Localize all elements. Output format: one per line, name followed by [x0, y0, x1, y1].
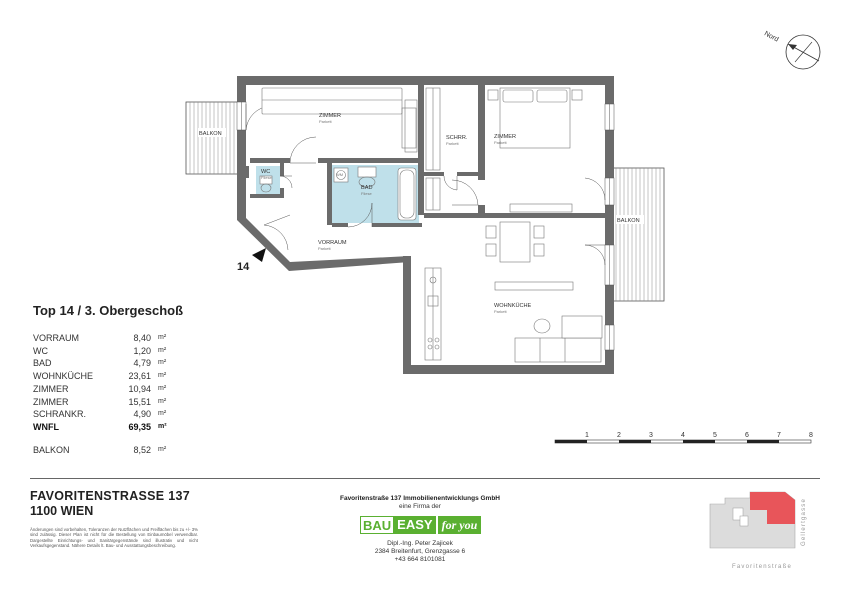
footer-divider — [30, 478, 820, 479]
scale-label: 3 — [649, 432, 653, 439]
room-floor: Parkett — [318, 246, 332, 251]
scale-label: 2 — [617, 432, 621, 439]
room-label: ZIMMER — [319, 113, 341, 119]
contact-name: Dipl.-Ing. Peter Zajicek — [387, 540, 453, 547]
room-floor: Parkett — [319, 119, 333, 124]
unit-number: 14 — [237, 261, 250, 273]
room-label: VORRAUM — [318, 240, 347, 246]
room-floor: Parkett — [494, 309, 508, 314]
scale-label: 7 — [777, 432, 781, 439]
address-city: 1100 WIEN — [30, 504, 94, 518]
scale-label: 8 — [809, 432, 813, 439]
logo-bau: BAU — [360, 516, 395, 534]
room-labels: ZIMMER Parkett SCHRR. Parkett ZIMMER Par… — [199, 113, 640, 314]
room-floor: Fliese — [361, 191, 372, 196]
room-label: WOHNKÜCHE — [494, 302, 532, 309]
balcony-label: BALKON — [617, 218, 640, 224]
site-plan: Favoritenstraße Gellertgasse — [709, 491, 807, 570]
washing-machine-label: WM — [336, 172, 343, 177]
balcony-east — [611, 167, 665, 302]
room-floor: Parkett — [446, 141, 460, 146]
company-parent-note: eine Firma der — [399, 503, 441, 510]
windows — [236, 101, 615, 351]
floor-plan: Nord — [185, 30, 821, 444]
scale-label: 4 — [681, 432, 685, 439]
entrance-marker: 14 — [237, 248, 266, 273]
balcony-west — [185, 101, 239, 175]
furniture — [259, 87, 603, 363]
logo-easy: EASY — [394, 516, 436, 534]
contact-address: 2384 Breitenfurt, Grenzgasse 6 — [374, 548, 466, 555]
logo-for-you: for you — [437, 516, 482, 534]
room-floor: Fliese — [261, 175, 272, 180]
site-highlight — [750, 492, 795, 524]
bau-easy-logo: BAU EASY for you — [360, 516, 482, 534]
site-street-bottom: Favoritenstraße — [732, 564, 792, 570]
room-label: ZIMMER — [494, 134, 516, 140]
contact-phone: +43 664 8101081 — [394, 556, 446, 563]
room-label: BAD — [361, 185, 373, 191]
north-arrow: Nord — [763, 30, 821, 70]
scale-label: 5 — [713, 432, 717, 439]
room-floor: Parkett — [494, 140, 508, 145]
site-street-side: Gellertgasse — [801, 498, 807, 546]
room-label: SCHRR. — [446, 135, 468, 141]
north-label: Nord — [763, 30, 780, 43]
company-name: Favoritenstraße 137 Immobilienentwicklun… — [339, 495, 500, 502]
disclaimer-text: Änderungen sind vorbehalten, Toleranzen … — [30, 527, 198, 549]
walls — [237, 76, 614, 374]
address-street: FAVORITENSTRASSE 137 — [30, 489, 190, 503]
scale-bar: 1 2 3 4 5 6 7 8 — [554, 432, 813, 444]
balcony-label: BALKON — [199, 131, 222, 137]
unit-title: Top 14 / 3. Obergeschoß — [33, 303, 184, 318]
scale-label: 6 — [745, 432, 749, 439]
contact-block: Dipl.-Ing. Peter Zajicek 2384 Breitenfur… — [290, 540, 550, 564]
room-label: WC — [261, 169, 270, 175]
scale-label: 1 — [585, 432, 589, 439]
